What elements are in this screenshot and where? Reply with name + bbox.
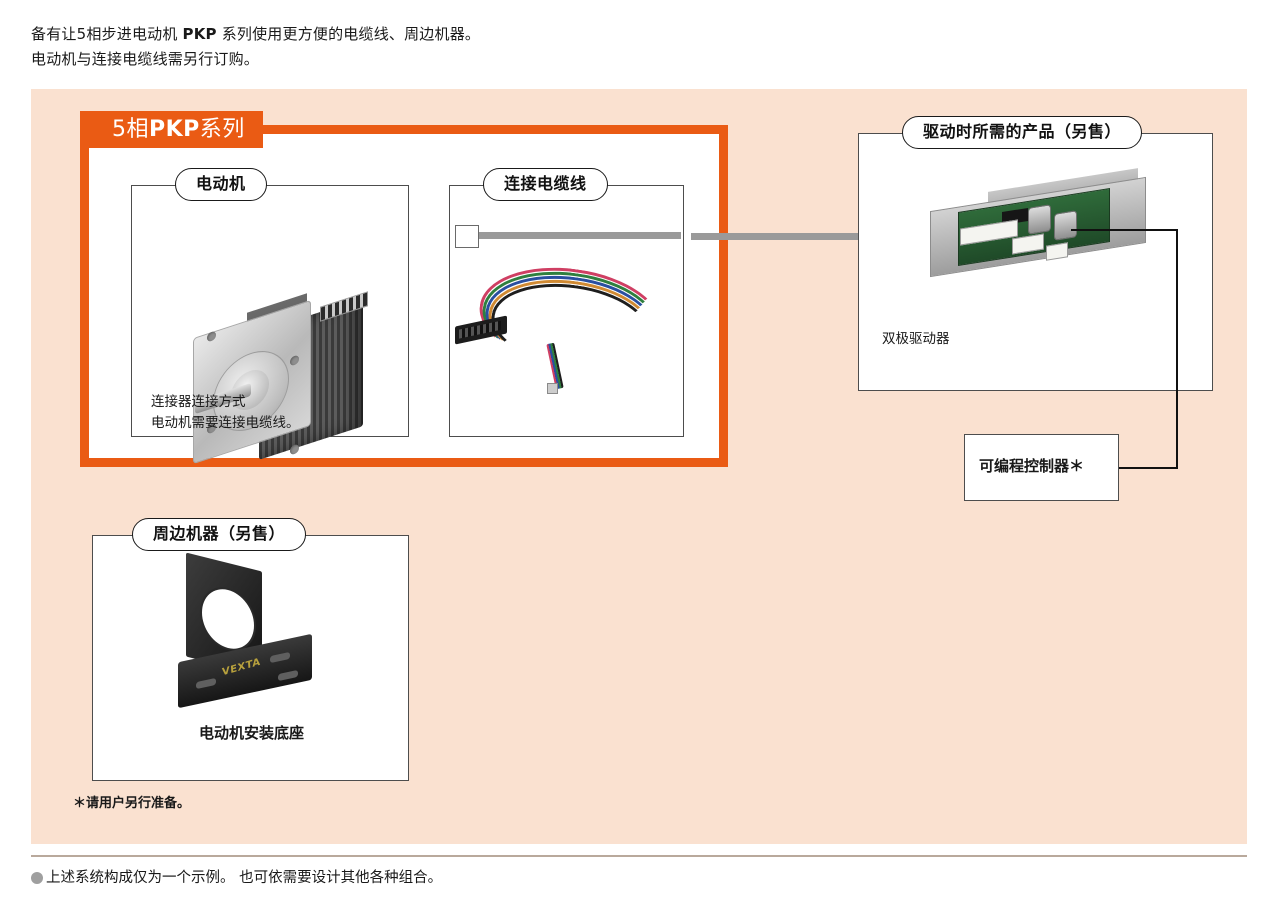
driver-label: 双极驱动器: [882, 331, 950, 347]
programmable-controller-label: 可编程控制器＊: [979, 457, 1085, 475]
driver-caption-stub-left: [858, 133, 900, 134]
footer-note-text: 上述系统构成仅为一个示例。 也可依需要设计其他各种组合。: [46, 870, 443, 886]
motor-to-driver-link: [691, 233, 941, 240]
bullet-icon: [31, 872, 43, 884]
driver-to-controller-line-bottom: [1073, 467, 1178, 469]
cable-box: [449, 185, 684, 437]
motor-caption-stub-left: [131, 185, 173, 186]
driver-group-caption: 驱动时所需的产品（另售）: [902, 116, 1143, 149]
intro-line-1-pre: 备有让5相步进电动机: [31, 25, 183, 43]
driver-to-controller-line-top: [1071, 229, 1178, 231]
driver-terminal-connector: [1046, 242, 1068, 261]
peripheral-footnote: ＊请用户另行准备。: [73, 796, 191, 811]
programmable-controller-box: [964, 434, 1119, 501]
pkp-series-tab: 5相PKP系列: [80, 111, 263, 148]
cable-box-caption: 连接电缆线: [483, 168, 608, 201]
connection-cable-photo: [455, 256, 675, 394]
footer-note: 上述系统构成仅为一个示例。 也可依需要设计其他各种组合。: [31, 866, 442, 890]
peripheral-caption-stub-left: [92, 535, 132, 536]
driver-group-box: [858, 133, 1213, 391]
pkp-tab-prefix: 5相: [112, 117, 149, 142]
driver-capacitor: [1028, 204, 1051, 235]
motor-box-note: 连接器连接方式 电动机需要连接电缆线。: [151, 394, 300, 431]
driver-to-controller-line-vertical: [1176, 229, 1178, 469]
cable-link-terminal: [455, 225, 479, 248]
cable-caption-stub-right: [648, 185, 684, 186]
pkp-tab-bold: PKP: [149, 117, 200, 142]
driver-capacitor: [1054, 210, 1077, 241]
footer-divider: [31, 855, 1247, 857]
driver-caption-stub-right: [1179, 133, 1213, 134]
cable-end-tip: [547, 383, 558, 394]
intro-line-1-post: 系列使用更方便的电缆线、周边机器。: [216, 25, 481, 43]
intro-line-1: 备有让5相步进电动机 PKP 系列使用更方便的电缆线、周边机器。: [31, 22, 480, 47]
system-diagram-panel: 5相PKP系列 电动机 连接器连接方式 电动机需要连接电缆线。 连接电缆线: [31, 89, 1247, 844]
peripheral-group-caption: 周边机器（另售）: [132, 518, 307, 551]
intro-line-1-bold: PKP: [182, 25, 217, 43]
peripheral-caption-stub-right: [340, 535, 409, 536]
intro-line-2: 电动机与连接电缆线需另行订购。: [31, 50, 260, 68]
intro-text: 备有让5相步进电动机 PKP 系列使用更方便的电缆线、周边机器。 电动机与连接电…: [31, 22, 480, 72]
pkp-tab-suffix: 系列: [199, 117, 245, 142]
bracket-label: 电动机安装底座: [199, 724, 305, 742]
cable-link-bar: [479, 232, 681, 239]
cable-caption-stub-left: [449, 185, 481, 186]
motor-mounting-bracket-photo: VEXTA: [170, 552, 320, 709]
stepper-motor-photo: [187, 291, 377, 473]
motor-mount-hole: [290, 443, 299, 456]
motor-box-caption: 电动机: [175, 168, 267, 201]
motor-caption-stub-right: [316, 185, 409, 186]
